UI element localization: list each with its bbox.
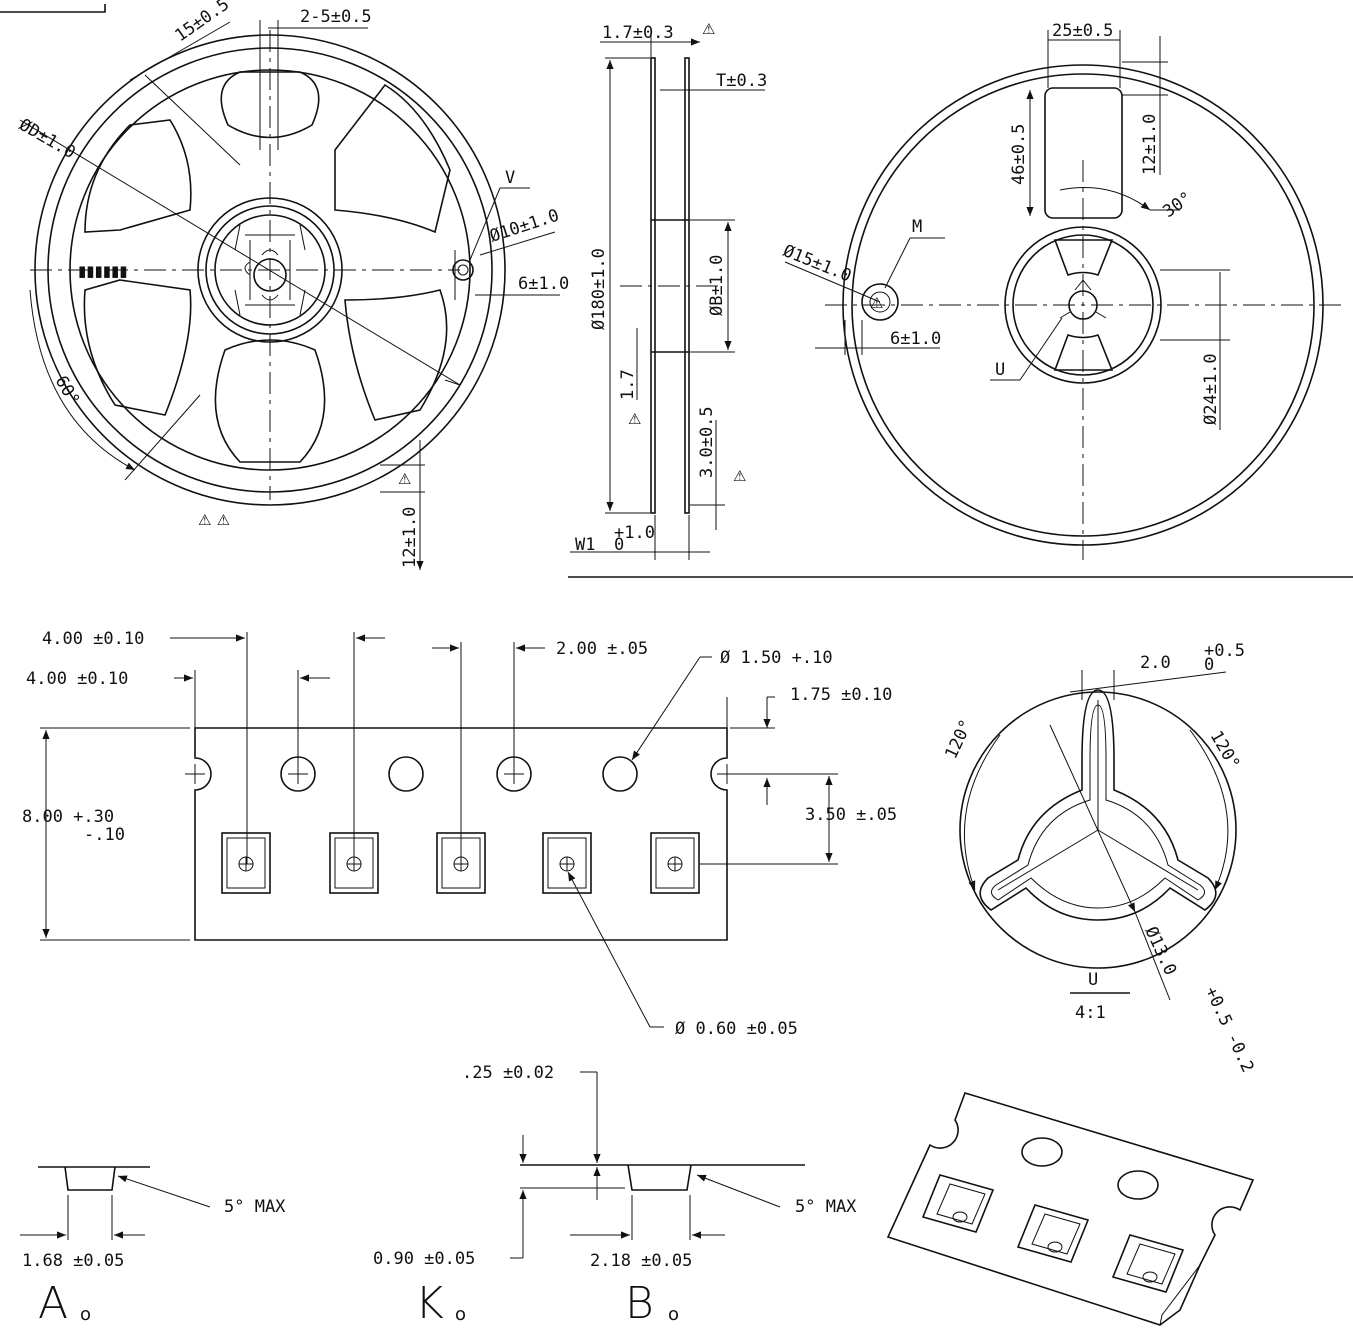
k0-symbol: K [415,1278,444,1328]
dim-hub-label: ØB±1.0 [707,255,727,316]
svg-text:⚠ ⚠: ⚠ ⚠ [198,511,230,529]
dim-offset-label: 6±1.0 [518,274,569,294]
sprocket-hole-label: Ø 1.50 +.10 [720,648,833,668]
a0-subscript: o [80,1304,91,1325]
detail-slot-tol-upper: +0.5 [1204,641,1245,661]
dim-slot-label: 2-5±0.5 [300,7,372,27]
reel-back-view: ⚠ 25±0.5 46±0.5 12±1.0 30° M Ø15±1.0 6±1… [780,21,1345,560]
svg-text:⚠: ⚠ [733,467,746,485]
detail-slot-label: 2.0 [1140,653,1171,673]
draft-b-label: 5° MAX [795,1197,857,1217]
isometric-tape-view [886,1092,1255,1326]
dim-angle-label-back: 30° [1159,188,1196,222]
pitch-c-label: 2.00 ±.05 [556,639,648,659]
dim-w1-label: W1 [575,535,595,555]
cover-thk-label: .25 ±0.02 [462,1063,554,1083]
detail-scale: 4:1 [1075,1003,1106,1023]
b0-symbol: B [625,1278,654,1328]
width-tol-label: -.10 [84,825,125,845]
svg-text:▮▮▮▮▮▮: ▮▮▮▮▮▮ [78,262,128,280]
k0-subscript: o [455,1304,466,1325]
dim-a0-label: 1.68 ±0.05 [22,1251,124,1271]
dim-rim-label: 3.0±0.5 [697,406,717,478]
dim-b0-label: 2.18 ±0.05 [590,1251,692,1271]
row-offset-label: 3.50 ±.05 [805,805,897,825]
detail-slot-tol-lower: 0 [1204,655,1214,675]
dim-window-h-label: 46±0.5 [1009,124,1029,185]
pocket-sections: 5° MAX 1.68 ±0.05 A o .25 ±0.02 0.90 ±0.… [20,1063,857,1328]
draft-a-label: 5° MAX [224,1197,286,1217]
svg-text:⚠: ⚠ [702,20,715,38]
dim-flange-thk-label: 1.7±0.3 [602,23,674,43]
label-m: M [912,217,922,237]
dim-angle-label: 60° [51,373,84,410]
angle-left-label: 120° [941,717,976,763]
label-v: V [505,168,515,188]
carrier-tape-view: 4.00 ±0.10 4.00 ±0.10 2.00 ±.05 Ø 1.50 +… [22,629,897,1039]
dim-hub-label-back: Ø24±1.0 [1201,353,1221,425]
svg-text:⚠: ⚠ [628,410,641,428]
reel-front-view: ▮▮▮▮▮▮ ⚠ ⚠ ⚠ 15±0.5 2-5±0.5 ØD±1.0 V Ø10… [16,0,569,570]
dim-offset-label-back: 6±1.0 [890,329,941,349]
dim-hole-label-back: Ø15±1.0 [780,241,854,286]
dim-w1-tol-upper: +1.0 [614,523,655,543]
pitch-a-label: 4.00 ±0.10 [42,629,144,649]
label-u: U [995,360,1005,380]
sheet-corner [0,4,106,13]
pocket-hole-label: Ø 0.60 ±0.05 [675,1019,798,1039]
dim-t-label: T±0.3 [716,71,767,91]
dim-outer-label: Ø180±1.0 [589,248,609,330]
dim-window-off-label: 12±1.0 [1140,114,1160,175]
dim-window-w-label: 25±0.5 [1052,21,1113,41]
svg-text:⚠: ⚠ [870,294,883,312]
width-main-label: 8.00 +.30 [22,807,114,827]
dim-hole-label: Ø10±1.0 [487,206,561,247]
reel-side-view: ⚠ ⚠ ⚠ 1.7±0.3 T±0.3 Ø180±1.0 ØB±1.0 1.7 … [568,20,1353,578]
pitch-b-label: 4.00 ±0.10 [26,669,128,689]
b0-subscript: o [668,1304,679,1325]
dim-diameter-label: ØD±1.0 [16,115,79,163]
detail-diameter-label: Ø13.0 [1140,924,1180,979]
dim-w1-tol-lower: 0 [614,535,624,555]
dim-flange-label: 12±1.0 [400,507,420,568]
dim-k0-label: 0.90 ±0.05 [373,1249,475,1269]
detail-label: U [1088,970,1098,990]
svg-text:⚠: ⚠ [398,470,411,488]
detail-diameter-tol: +0.5 -0.2 [1200,984,1257,1076]
edge-offset-label: 1.75 ±0.10 [790,685,892,705]
dim-lip-label: 1.7 [618,369,638,400]
a0-symbol: A [38,1278,68,1328]
detail-u-view: 2.0 +0.5 0 120° 120° Ø13.0 +0.5 -0.2 U 4… [941,641,1257,1076]
